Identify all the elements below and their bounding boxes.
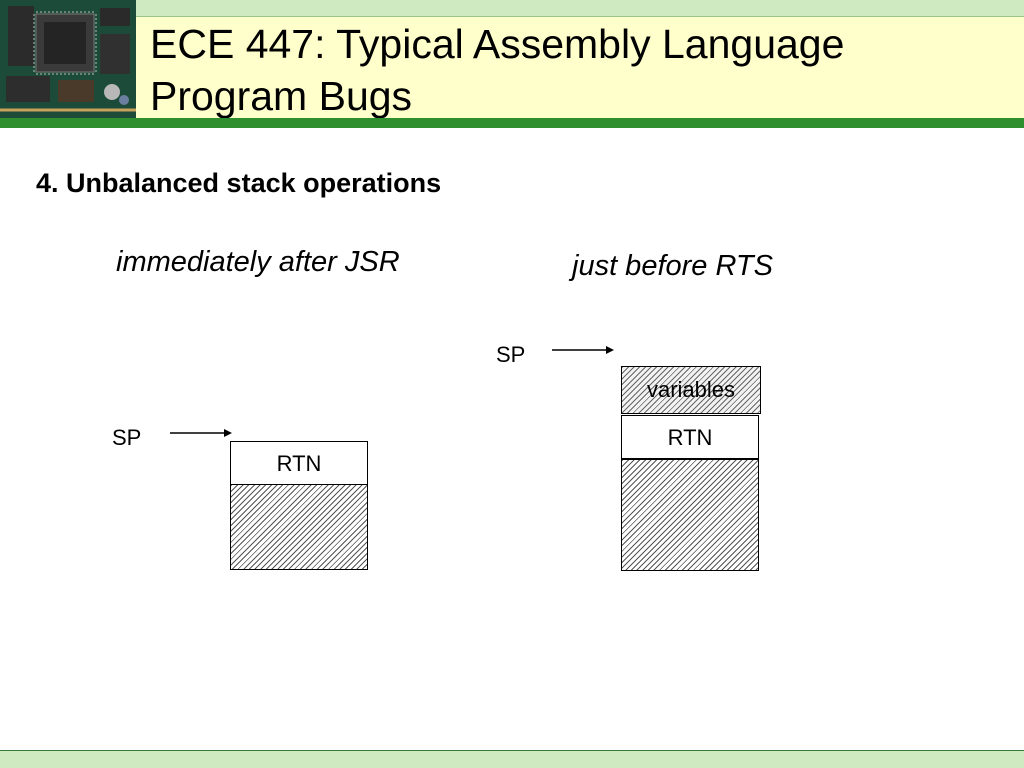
section-heading: 4. Unbalanced stack operations	[36, 168, 442, 198]
right-variables-label: variables	[646, 377, 736, 402]
header-top-strip	[0, 0, 1024, 17]
right-rtn-cell: RTN	[621, 415, 759, 459]
left-diagram-caption: immediately after JSR	[116, 246, 400, 278]
circuit-board-icon	[0, 0, 136, 118]
right-stack-hatched-region	[621, 459, 759, 571]
slide-title-line1: ECE 447: Typical Assembly Language	[150, 21, 845, 67]
slide-title-line2: Program Bugs	[150, 73, 413, 119]
left-rtn-label: RTN	[276, 451, 322, 476]
left-rtn-cell: RTN	[230, 441, 368, 485]
left-sp-label: SP	[112, 425, 142, 450]
header-band: ECE 447: Typical Assembly Language Progr…	[0, 0, 1024, 128]
right-sp-label: SP	[496, 342, 526, 367]
header-rule	[0, 118, 1024, 128]
right-variables-cell: variables	[621, 366, 761, 414]
slide-title: ECE 447: Typical Assembly Language Progr…	[150, 18, 1000, 122]
right-rtn-label: RTN	[667, 425, 713, 450]
left-stack-hatched-region	[230, 484, 368, 570]
footer-band	[0, 750, 1024, 768]
right-sp-arrow-icon	[552, 346, 614, 354]
left-sp-arrow-icon	[170, 429, 232, 437]
right-diagram-caption: just before RTS	[572, 250, 773, 282]
